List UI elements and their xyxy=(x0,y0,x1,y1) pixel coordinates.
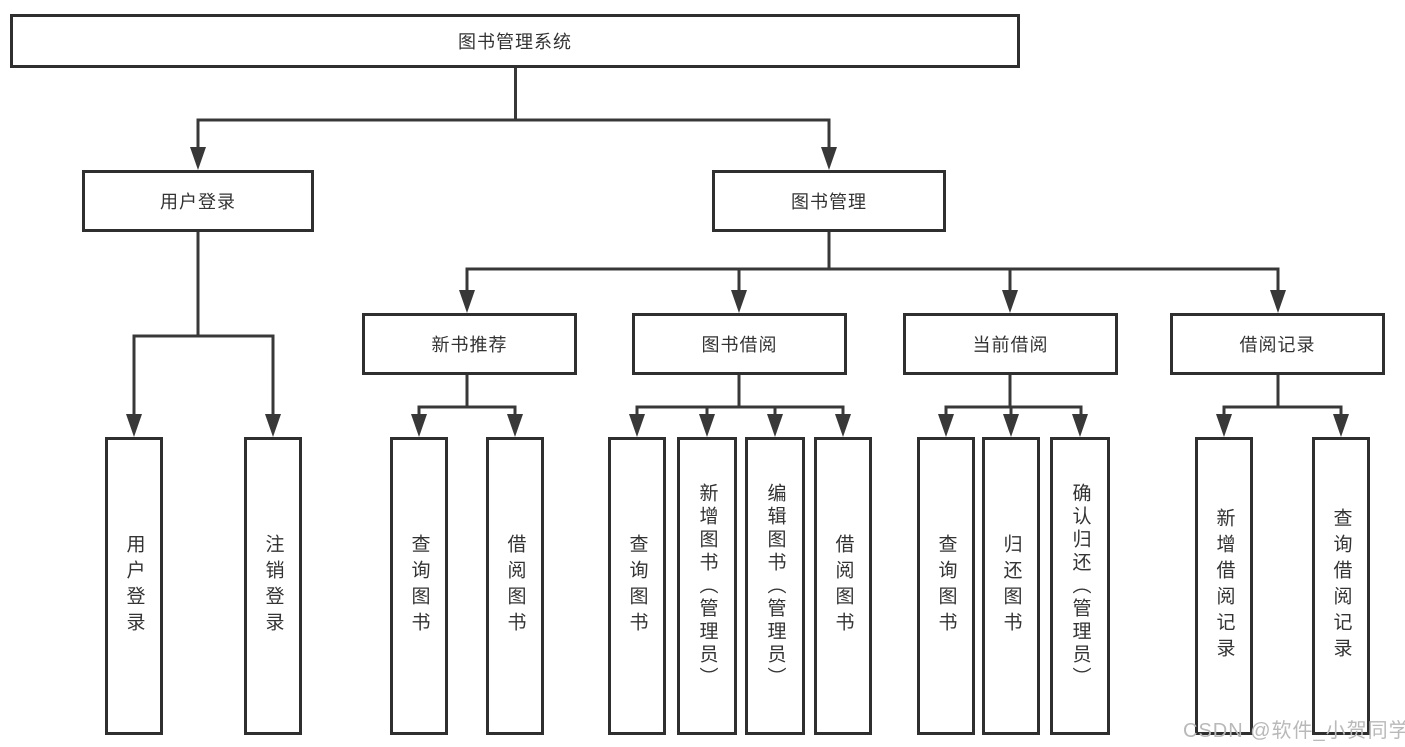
connector-line xyxy=(944,405,1083,415)
node-label: 新增图书（管理员） xyxy=(696,482,718,690)
leaf-borrow-books: 借阅图书 xyxy=(814,437,872,735)
arrowhead-icon xyxy=(1072,414,1088,437)
leaf-user-login: 用户登录 xyxy=(105,437,163,735)
node-book-management: 图书管理 xyxy=(712,170,946,232)
arrowhead-icon xyxy=(507,414,523,437)
leaf-return-books: 归还图书 xyxy=(982,437,1040,735)
node-label: 注销登录 xyxy=(262,534,284,638)
arrowhead-icon xyxy=(938,414,954,437)
node-label: 借阅图书 xyxy=(832,534,854,638)
node-label: 图书管理 xyxy=(791,192,867,212)
arrowhead-icon xyxy=(1333,414,1349,437)
leaf-query-books-borrow: 查询图书 xyxy=(608,437,666,735)
node-label: 当前借阅 xyxy=(972,335,1049,355)
arrowhead-icon xyxy=(1002,290,1018,313)
node-label: 借阅记录 xyxy=(1239,335,1316,355)
node-label: 查询借阅记录 xyxy=(1330,508,1352,664)
arrowhead-icon xyxy=(821,147,837,170)
connector-line xyxy=(1222,405,1343,415)
node-label: 查询图书 xyxy=(626,534,648,638)
leaf-query-books-recommend: 查询图书 xyxy=(390,437,448,735)
leaf-add-borrow-record: 新增借阅记录 xyxy=(1195,437,1253,735)
arrowhead-icon xyxy=(1216,414,1232,437)
node-new-book-recommend: 新书推荐 xyxy=(362,313,577,375)
node-label: 新书推荐 xyxy=(431,335,508,355)
node-library-system: 图书管理系统 xyxy=(10,14,1020,68)
connector-line xyxy=(465,267,1280,291)
arrowhead-icon xyxy=(126,414,142,437)
arrowhead-icon xyxy=(411,414,427,437)
leaf-confirm-return-admin: 确认归还（管理员） xyxy=(1050,437,1110,735)
arrowhead-icon xyxy=(1270,290,1286,313)
node-label: 图书借阅 xyxy=(701,335,778,355)
node-label: 查询图书 xyxy=(935,534,957,638)
node-current-borrow: 当前借阅 xyxy=(903,313,1118,375)
node-book-borrow: 图书借阅 xyxy=(632,313,847,375)
node-label: 用户登录 xyxy=(160,192,236,212)
arrowhead-icon xyxy=(699,414,715,437)
connector-line xyxy=(417,405,517,415)
node-label: 新增借阅记录 xyxy=(1213,508,1235,664)
arrowhead-icon xyxy=(459,290,475,313)
leaf-add-books-admin: 新增图书（管理员） xyxy=(677,437,737,735)
connector-line xyxy=(132,334,275,415)
node-label: 编辑图书（管理员） xyxy=(764,482,786,690)
connector-line xyxy=(635,405,845,415)
leaf-logout: 注销登录 xyxy=(244,437,302,735)
leaf-query-books-current: 查询图书 xyxy=(917,437,975,735)
node-label: 用户登录 xyxy=(123,534,145,638)
arrowhead-icon xyxy=(629,414,645,437)
leaf-edit-books-admin: 编辑图书（管理员） xyxy=(745,437,805,735)
csdn-watermark: CSDN @软件_小贺同学 xyxy=(1183,720,1405,742)
node-label: 图书管理系统 xyxy=(458,32,572,52)
node-label: 查询图书 xyxy=(408,534,430,638)
leaf-query-borrow-record: 查询借阅记录 xyxy=(1312,437,1370,735)
connector-line xyxy=(196,118,831,148)
arrowhead-icon xyxy=(731,290,747,313)
arrowheads xyxy=(126,147,1349,437)
arrowhead-icon xyxy=(1003,414,1019,437)
arrowhead-icon xyxy=(265,414,281,437)
arrowhead-icon xyxy=(767,414,783,437)
node-label: 归还图书 xyxy=(1000,534,1022,638)
node-label: 确认归还（管理员） xyxy=(1069,482,1091,690)
connector-lines xyxy=(132,68,1343,415)
node-user-login: 用户登录 xyxy=(82,170,314,232)
node-label: 借阅图书 xyxy=(504,534,526,638)
leaf-borrow-books-recommend: 借阅图书 xyxy=(486,437,544,735)
arrowhead-icon xyxy=(835,414,851,437)
arrowhead-icon xyxy=(190,147,206,170)
node-borrow-records: 借阅记录 xyxy=(1170,313,1385,375)
